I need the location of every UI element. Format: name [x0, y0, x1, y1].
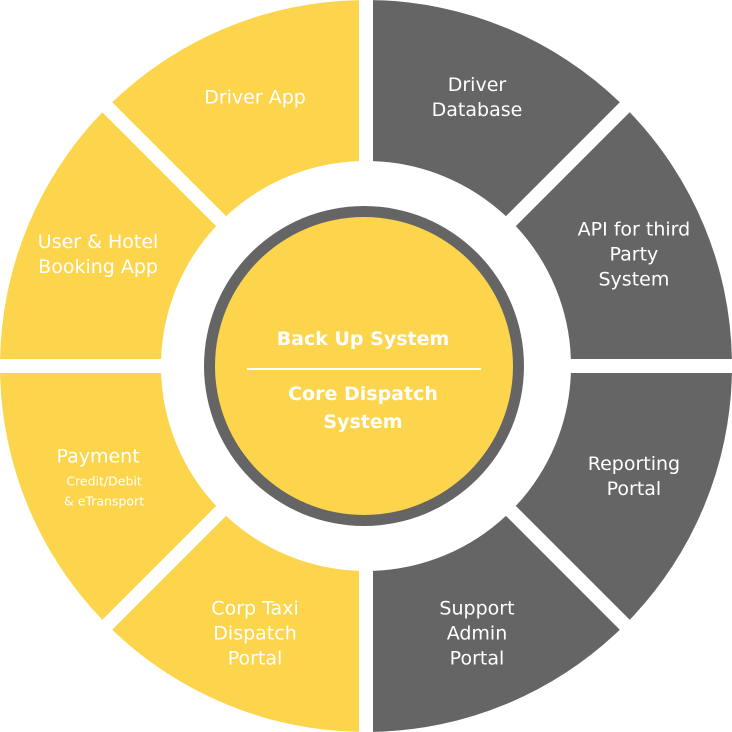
segment-label-driver-app-1: Driver App — [204, 87, 306, 109]
segment-label-api-third-party-2: Party — [610, 244, 659, 266]
segment-sublabel-payment-1: Credit/Debit — [66, 473, 142, 488]
segment-label-user-hotel-booking-app-1: User & Hotel — [38, 231, 159, 253]
core-circle — [215, 217, 513, 515]
segment-label-api-third-party-1: API for third — [578, 219, 691, 241]
segment-label-user-hotel-booking-app-2: Booking App — [38, 256, 158, 278]
segment-label-corp-taxi-dispatch-portal-2: Dispatch — [213, 622, 296, 644]
segment-driver-app — [112, 0, 359, 217]
core-bottom-label-line-1: Core Dispatch — [288, 383, 438, 405]
segment-label-support-admin-portal-1: Support — [439, 597, 514, 619]
segment-reporting-portal — [515, 373, 732, 620]
segment-user-hotel-booking-app — [0, 112, 217, 359]
segment-label-reporting-portal-2: Portal — [607, 478, 662, 500]
segment-label-support-admin-portal-3: Portal — [450, 647, 505, 669]
segment-label-reporting-portal-1: Reporting — [588, 453, 680, 475]
segment-payment — [0, 373, 217, 620]
segment-support-admin-portal — [373, 515, 620, 732]
segment-label-api-third-party-3: System — [598, 269, 669, 291]
segment-corp-taxi-dispatch-portal — [112, 515, 359, 732]
segment-label-support-admin-portal-2: Admin — [447, 622, 508, 644]
core-top-label: Back Up System — [277, 328, 450, 350]
segment-label-driver-database-1: Driver — [448, 74, 507, 96]
segment-api-third-party — [515, 112, 732, 359]
segment-label-corp-taxi-dispatch-portal-1: Corp Taxi — [211, 597, 298, 619]
segment-label-corp-taxi-dispatch-portal-3: Portal — [228, 647, 283, 669]
segment-driver-database — [373, 0, 620, 217]
core-hub: Back Up System Core Dispatch System — [204, 206, 524, 526]
core-bottom-label-line-2: System — [323, 411, 402, 433]
segment-label-driver-database-2: Database — [432, 99, 523, 121]
segment-sublabel-payment-2: & eTransport — [64, 493, 144, 508]
segment-label-payment-1: Payment — [56, 445, 139, 467]
